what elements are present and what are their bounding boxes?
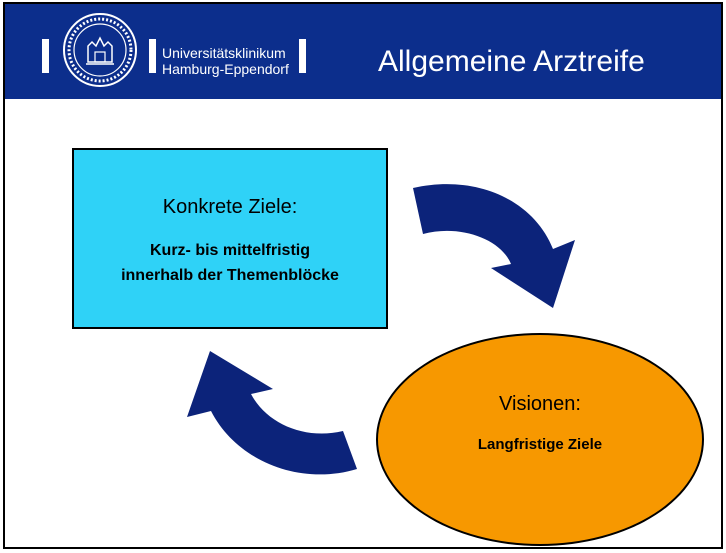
logo-bar-left (42, 39, 49, 73)
university-name: Universitätsklinikum Hamburg-Eppendorf (162, 45, 289, 77)
visions-text: Langfristige Ziele (477, 436, 603, 453)
logo-bar-right (299, 39, 306, 73)
concrete-goals-line1: Kurz- bis mittelfristig (149, 242, 310, 259)
concrete-goals-box: Konkrete Ziele: Kurz- bis mittelfristig … (72, 148, 388, 329)
visions-ellipse: Visionen: Langfristige Ziele (376, 333, 704, 546)
curved-arrow-down-icon (413, 184, 575, 308)
university-name-line2: Hamburg-Eppendorf (162, 61, 289, 77)
concrete-goals-text: Kurz- bis mittelfristig innerhalb der Th… (74, 238, 386, 288)
cycle-arrows (187, 184, 575, 475)
university-name-line1: Universitätsklinikum (162, 45, 286, 61)
logo-bar-mid (149, 39, 156, 73)
concrete-goals-title: Konkrete Ziele: (162, 196, 298, 218)
university-seal-icon (63, 13, 137, 87)
header-bar: Universitätsklinikum Hamburg-Eppendorf A… (5, 4, 721, 99)
curved-arrow-up-icon (187, 351, 357, 475)
slide: Universitätsklinikum Hamburg-Eppendorf A… (3, 2, 723, 549)
visions-title: Visionen: (499, 393, 581, 415)
concrete-goals-line2: innerhalb der Themenblöcke (121, 267, 339, 284)
page-title: Allgemeine Arztreife (378, 45, 645, 78)
